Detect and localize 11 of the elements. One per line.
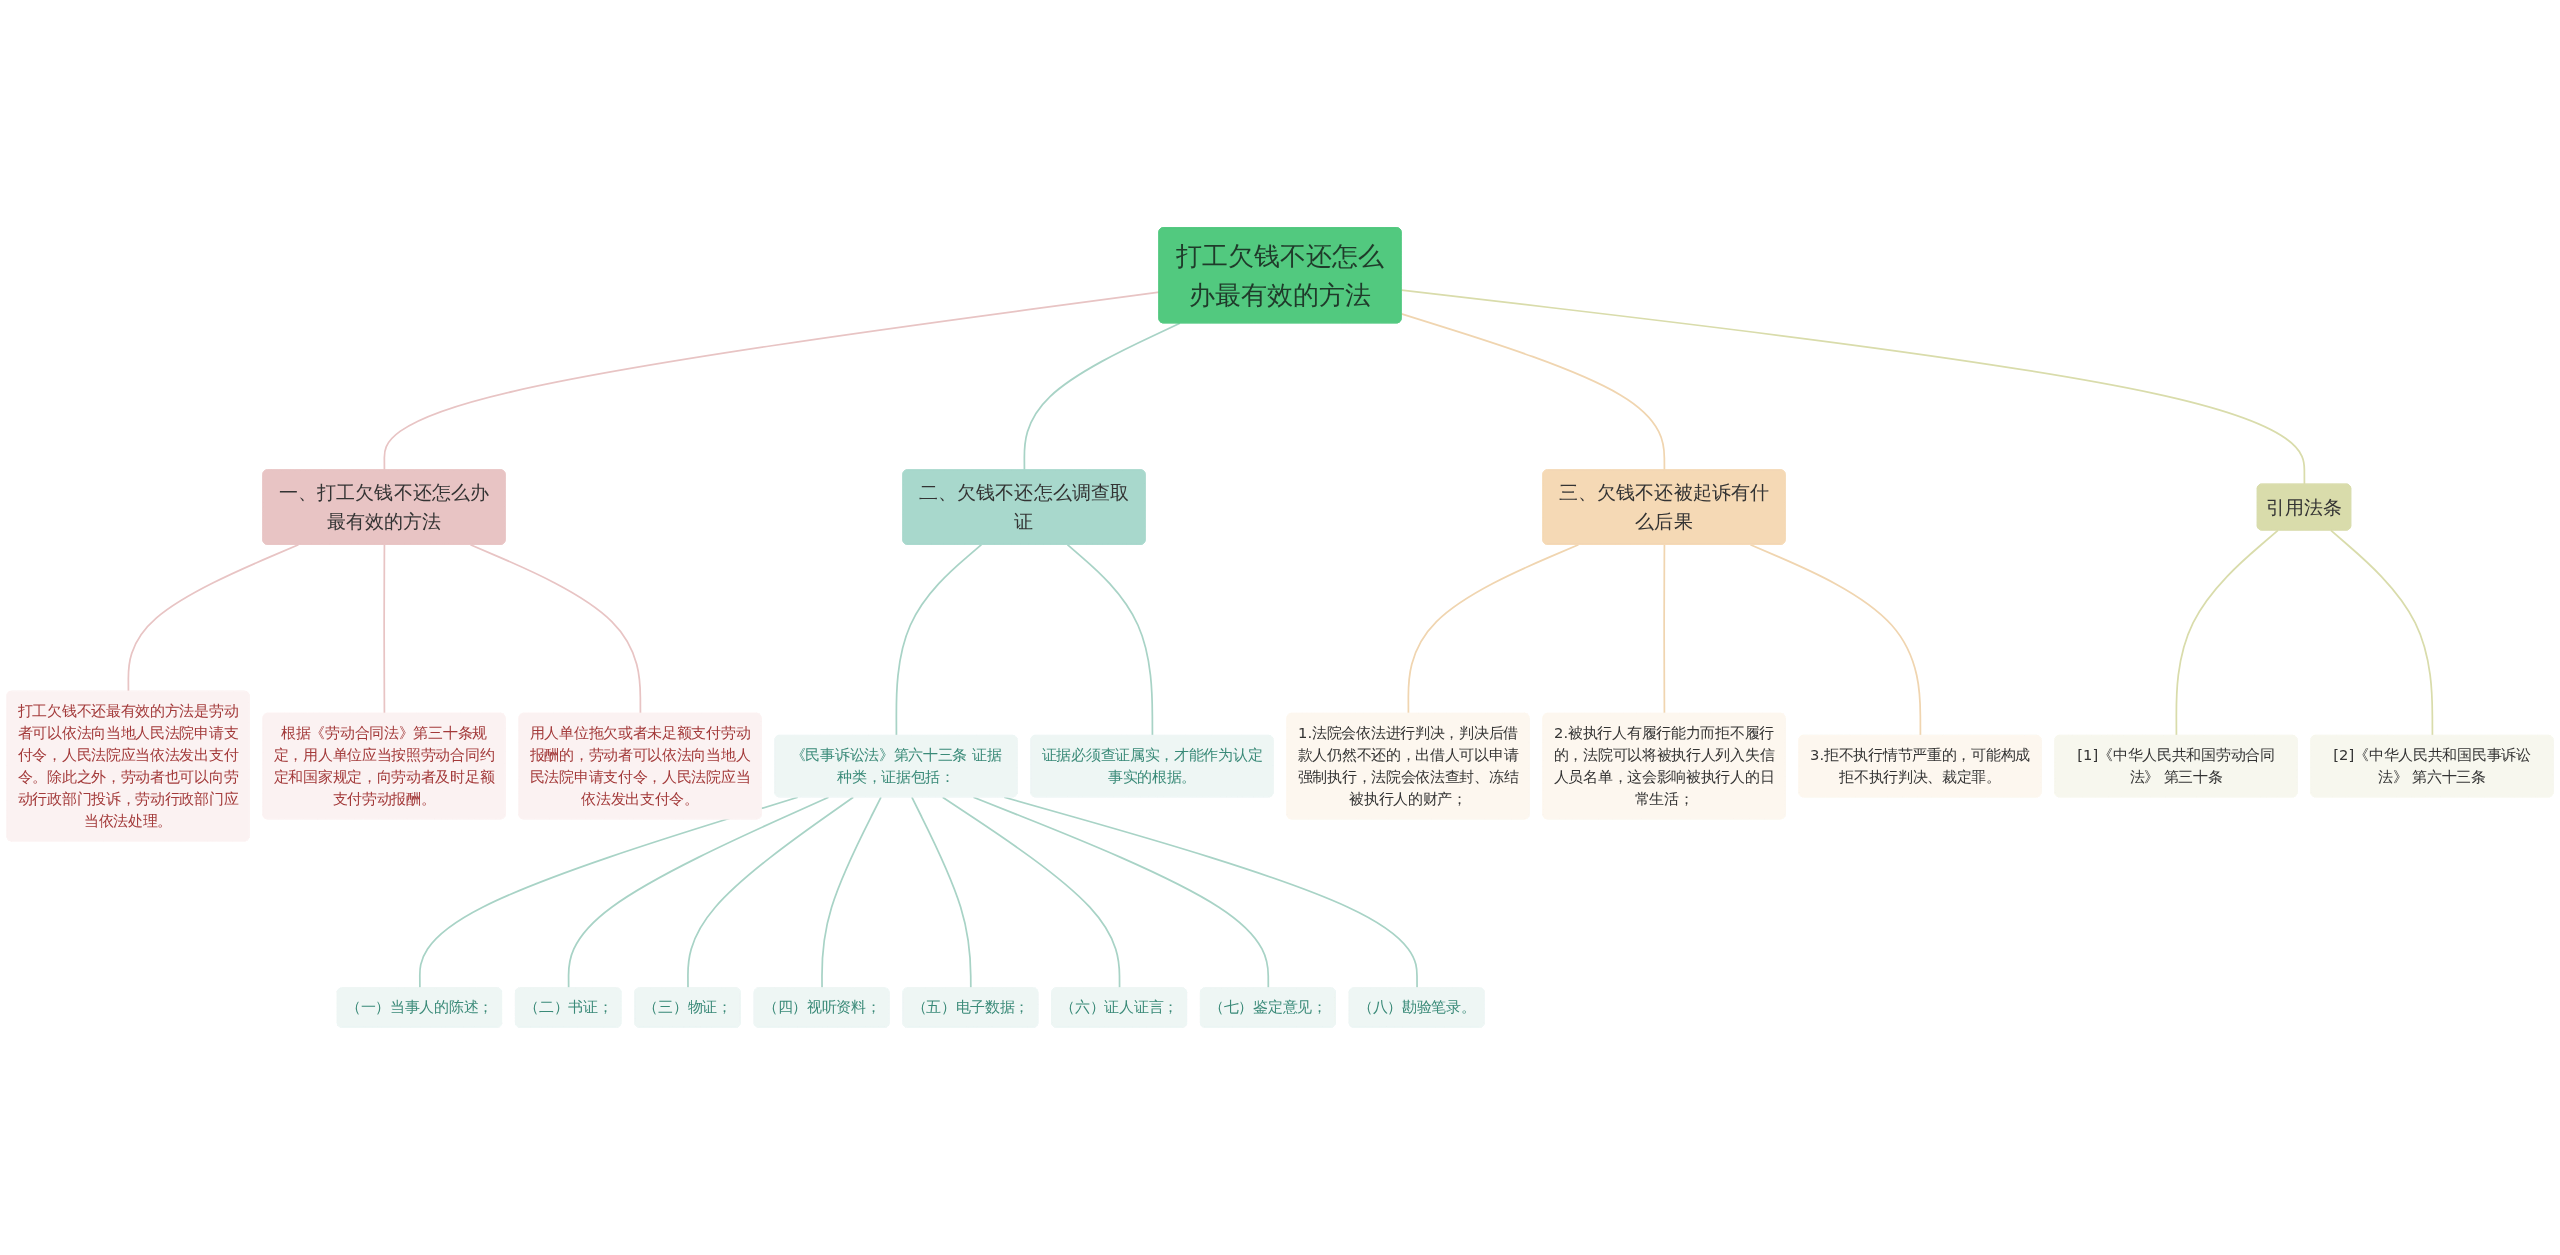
connector	[2175, 529, 2279, 737]
connector	[2330, 529, 2434, 737]
connector	[383, 543, 386, 715]
connector	[1407, 543, 1580, 715]
connector	[469, 543, 642, 715]
connector	[1663, 543, 1666, 715]
connector	[895, 543, 983, 737]
connector	[1749, 543, 1922, 737]
connector	[127, 543, 300, 693]
connector	[1066, 543, 1154, 737]
connector	[1400, 289, 2306, 486]
